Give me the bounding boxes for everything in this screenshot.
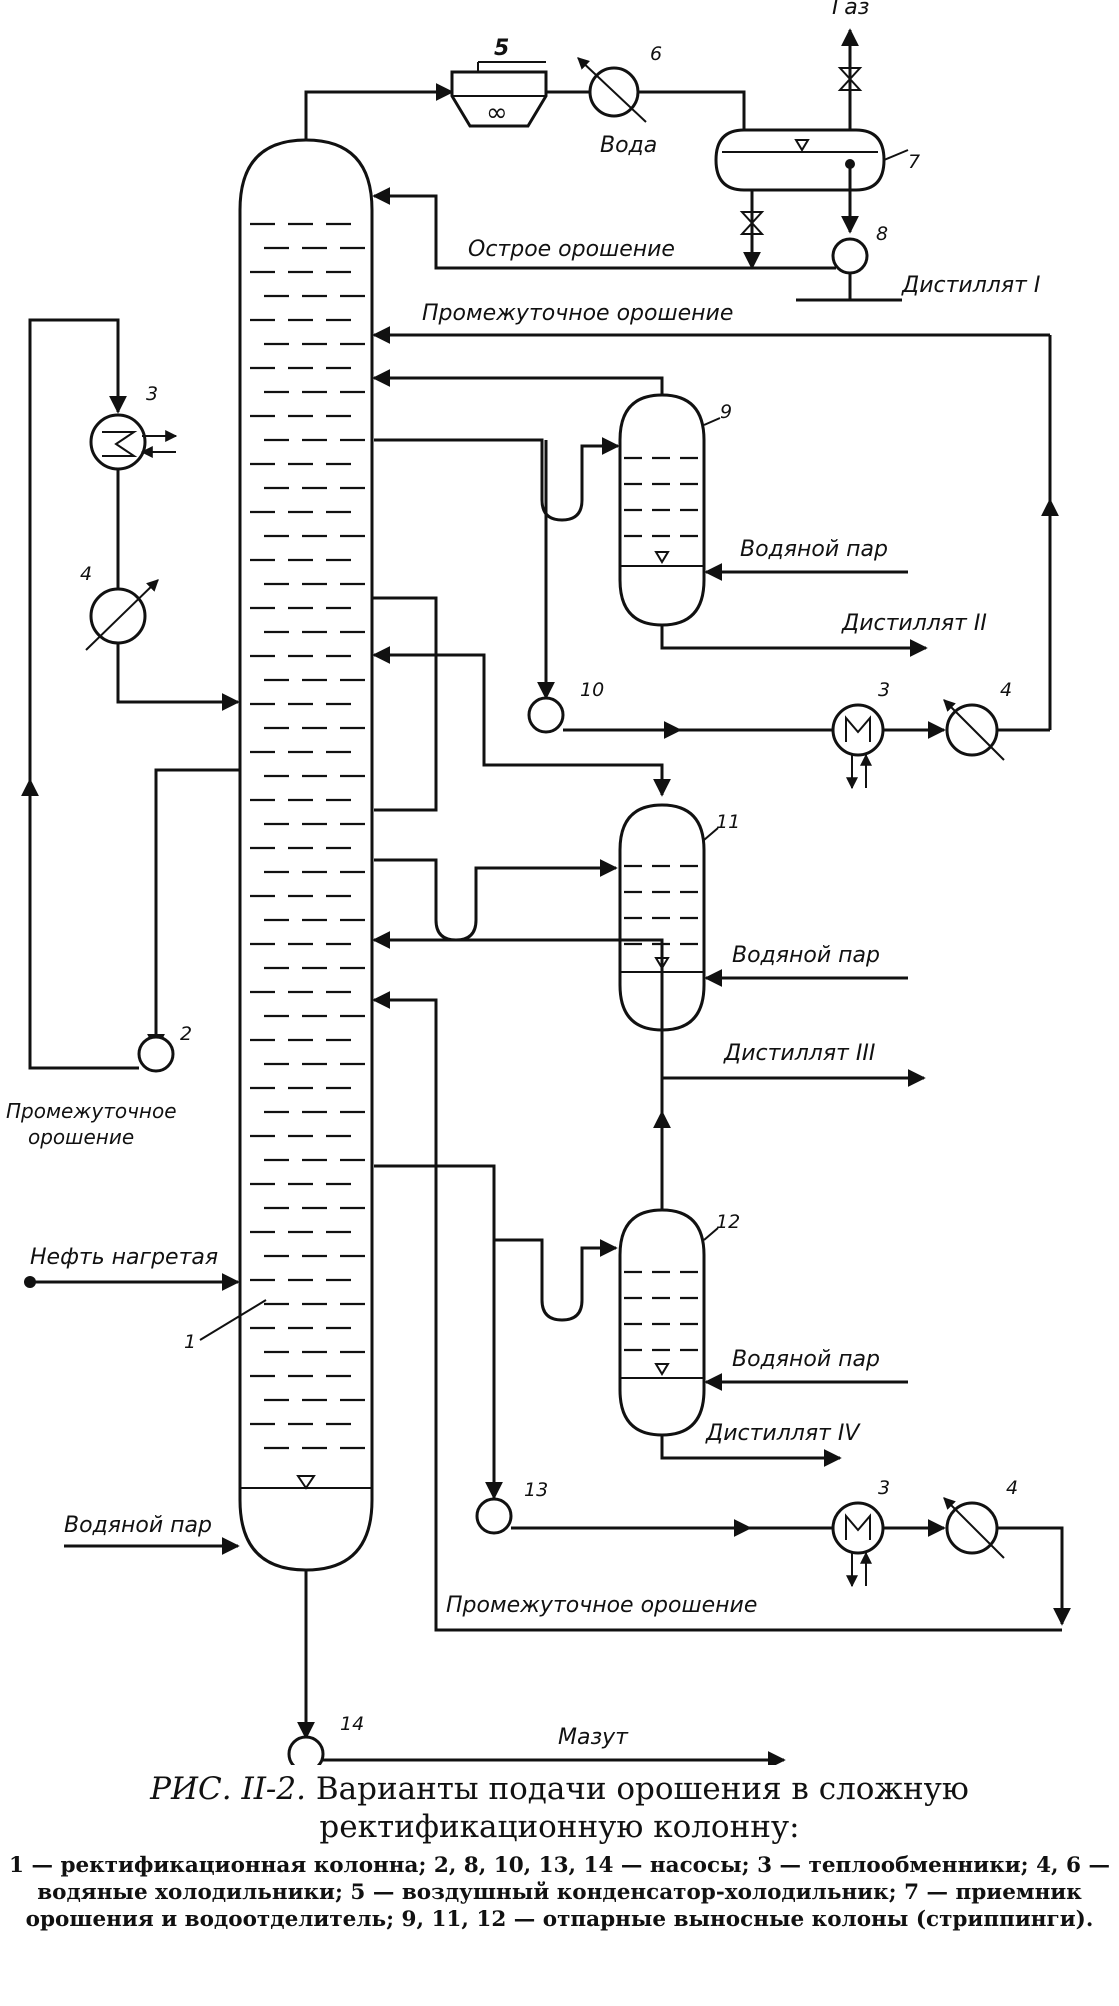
label-water: Вода — [600, 133, 657, 158]
label-intermediate-reflux-left-1: Промежуточное — [6, 1099, 177, 1123]
column-level-triangle-icon — [296, 1475, 316, 1490]
feed-and-bottoms: Нефть нагретая Водяной пар 14 Мазут — [24, 1245, 786, 1765]
label-condenser-number: 5 — [494, 36, 509, 61]
figure-caption: РИС. II-2. Варианты подачи орошения в сл… — [0, 1770, 1119, 1933]
label-pump-2-number: 2 — [180, 1023, 192, 1045]
label-exchanger-3-left-number: 3 — [146, 383, 158, 405]
label-pump-14-number: 14 — [340, 1713, 364, 1735]
label-stripper-11-number: 11 — [716, 811, 740, 833]
overhead-section: ∞ 5 6 Вода 7 Газ 8 Остро — [304, 0, 1040, 302]
label-distillate-4: Дистиллят IV — [705, 1421, 861, 1446]
exchanger-m-icon-low — [845, 1513, 871, 1540]
stripper-12 — [618, 1208, 706, 1437]
label-steam-11: Водяной пар — [732, 943, 880, 968]
left-pumparound: 2 3 4 Промежуточное орошение — [6, 318, 240, 1149]
exchanger-m-icon — [845, 715, 871, 742]
label-cooler-4-low-number: 4 — [1006, 1477, 1018, 1499]
exchanger-coil-icon — [102, 431, 138, 457]
caption-legend: 1 — ректификационная колонна; 2, 8, 10, … — [9, 1853, 1110, 1932]
water-cooler-top: 6 Вода — [577, 43, 662, 158]
receiver-level-triangle-icon — [794, 139, 810, 152]
label-steam-9: Водяной пар — [740, 537, 888, 562]
label-cooler-6-number: 6 — [650, 43, 662, 65]
air-condenser: ∞ 5 — [450, 36, 548, 128]
label-steam-12: Водяной пар — [732, 1347, 880, 1372]
fan-infinity-icon: ∞ — [486, 98, 508, 128]
stripper-11-section: 11 Водяной пар Дистиллят III — [372, 596, 926, 1210]
label-intermediate-reflux-left-2: орошение — [28, 1125, 134, 1149]
column-trays — [250, 222, 365, 1450]
water-drain-valve-icon — [739, 211, 765, 235]
stripper-12-section: 12 Водяной пар Дистиллят IV 13 3 4 Проме… — [372, 991, 1071, 1632]
pump-8: 8 — [831, 223, 888, 275]
caption-title-text: Варианты подачи орошения в сложную ректи… — [315, 1771, 969, 1845]
cooler-4-left — [89, 587, 147, 645]
flow-diagram: 1 ∞ 5 6 Вода 7 Газ — [6, 0, 1071, 1765]
pump-2 — [137, 1035, 175, 1073]
column-leader-line — [199, 1299, 267, 1341]
heat-exchanger-3-low — [831, 1501, 885, 1555]
heat-exchanger-3-mid — [831, 703, 885, 757]
label-exchanger-3-low-number: 3 — [878, 1477, 890, 1499]
caption-lead: РИС. II-2. — [150, 1771, 306, 1807]
label-receiver-number: 7 — [908, 151, 920, 173]
gas-valve-icon — [837, 67, 863, 91]
label-pump-13-number: 13 — [524, 1479, 548, 1501]
label-stripper-9-number: 9 — [720, 401, 732, 423]
pump-14 — [287, 1735, 325, 1765]
label-steam-main: Водяной пар — [64, 1513, 212, 1538]
label-pump-8-number: 8 — [876, 223, 888, 245]
pump-13 — [475, 1497, 513, 1535]
label-distillate-3: Дистиллят III — [723, 1041, 875, 1066]
label-cooler-4-left-number: 4 — [80, 563, 92, 585]
label-crude-feed: Нефть нагретая — [30, 1245, 218, 1270]
label-cooler-4-mid-number: 4 — [1000, 679, 1012, 701]
cooler-4-low — [945, 1501, 999, 1555]
stripper-9-section: Промежуточное орошение 9 Водяной пар Дис… — [372, 301, 1059, 797]
label-stripper-12-number: 12 — [716, 1211, 740, 1233]
label-pump-10-number: 10 — [580, 679, 604, 701]
distillation-column: 1 — [184, 138, 374, 1572]
caption-title: РИС. II-2. Варианты подачи орошения в сл… — [10, 1770, 1109, 1846]
reflux-receiver: 7 — [714, 128, 920, 192]
label-fuel-oil: Мазут — [558, 1725, 629, 1750]
label-intermediate-reflux-top: Промежуточное орошение — [422, 301, 733, 326]
label-sharp-reflux: Острое орошение — [468, 237, 675, 262]
label-column-number: 1 — [184, 1331, 196, 1353]
label-distillate-2: Дистиллят II — [841, 611, 987, 636]
label-distillate-1: Дистиллят I — [901, 273, 1040, 298]
cooler-4-mid — [945, 703, 999, 757]
label-intermediate-reflux-bottom: Промежуточное орошение — [446, 1593, 757, 1618]
pump-10 — [527, 696, 565, 734]
label-gas: Газ — [832, 0, 869, 20]
label-exchanger-3-mid-number: 3 — [878, 679, 890, 701]
